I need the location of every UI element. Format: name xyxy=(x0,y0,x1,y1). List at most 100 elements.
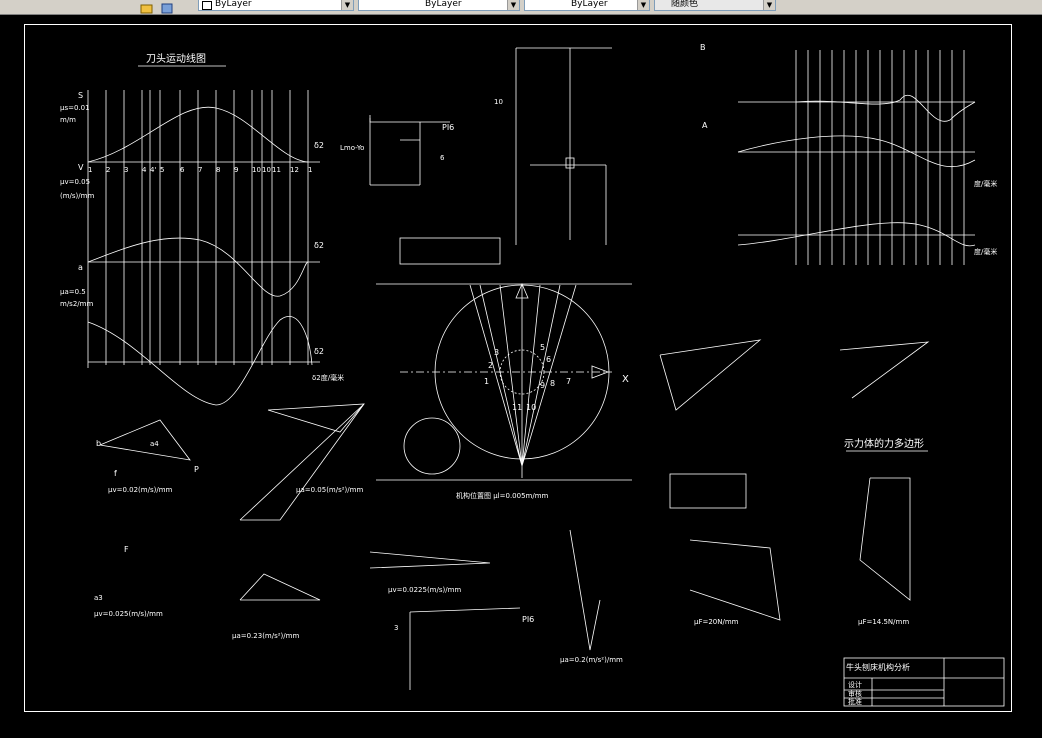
mu-a-unit: m/s2/mm xyxy=(60,300,93,308)
a4-label: a4 xyxy=(150,440,159,448)
velocity-curve xyxy=(87,237,309,297)
circle-5: 5 xyxy=(540,343,545,352)
scale6-v: μv=0.02(m/s)/mm xyxy=(108,486,173,494)
scale10-f: μF=14.5N/mm xyxy=(858,618,909,626)
scale10-v: μv=0.0225(m/s)/mm xyxy=(388,586,461,594)
force-polygon-10 xyxy=(859,477,911,601)
circle-2: 2 xyxy=(488,361,493,370)
p-label: P xyxy=(194,465,199,474)
title-block-frame xyxy=(843,657,1005,707)
scale3-v: μv=0.025(m/s)/mm xyxy=(94,610,163,618)
mu-s-label: μs=0.01 xyxy=(60,104,90,112)
circle-11: 11 xyxy=(512,403,522,412)
lineweight-combo[interactable]: ByLayer ▼ xyxy=(524,0,650,11)
plotstyle-combo[interactable]: 随颜色 ▼ xyxy=(654,0,776,11)
force-line-10 xyxy=(409,607,521,613)
layer-icon[interactable] xyxy=(140,0,154,14)
displacement-curve xyxy=(87,106,309,163)
right-curve-1 xyxy=(795,94,976,122)
svg-text:10: 10 xyxy=(252,166,261,174)
cam-vertical-grid xyxy=(105,90,309,365)
ram-block xyxy=(399,237,501,265)
scale6-a: μa=0.05(m/s²)/mm xyxy=(296,486,363,494)
sheet-border xyxy=(24,24,1012,712)
svg-text:9: 9 xyxy=(234,166,238,174)
svg-text:6: 6 xyxy=(180,166,185,174)
f-label: f xyxy=(114,469,117,478)
layer-stack-icon[interactable] xyxy=(160,0,174,14)
force-poly-6 xyxy=(659,339,762,411)
acceleration-curve xyxy=(87,316,313,406)
arrow-right xyxy=(591,365,610,379)
delta2-label-1: δ2 xyxy=(314,141,324,150)
svg-text:2: 2 xyxy=(106,166,110,174)
chevron-down-icon[interactable]: ▼ xyxy=(507,0,519,10)
title-block-row3: 批准 xyxy=(848,697,862,706)
B-label: B xyxy=(700,43,706,52)
a3-label: a3 xyxy=(94,594,103,602)
svg-text:8: 8 xyxy=(216,166,220,174)
svg-text:4: 4 xyxy=(142,166,147,174)
circle-7: 7 xyxy=(566,377,571,386)
svg-text:7: 7 xyxy=(198,166,202,174)
bottom-circle xyxy=(403,417,461,475)
title-block-row2: 审核 xyxy=(848,689,862,698)
pi6-label: PI6 xyxy=(442,123,454,132)
b-label: b xyxy=(96,439,101,448)
right-curve-3 xyxy=(737,222,976,247)
chevron-down-icon[interactable]: ▼ xyxy=(763,0,775,10)
link-positions xyxy=(469,284,577,467)
properties-toolbar: ByLayer ▼ ByLayer ▼ ByLayer ▼ 随颜色 ▼ xyxy=(0,0,1042,15)
poly-vel-6 xyxy=(99,419,191,461)
scale10-a: μa=0.2(m/s²)/mm xyxy=(560,656,623,664)
cam-title: 刀头运动线图 xyxy=(146,52,206,65)
circle-6: 6 xyxy=(546,355,551,364)
svg-text:10': 10' xyxy=(262,166,273,174)
circle-10: 10 xyxy=(526,403,536,412)
delta2-label-2: δ2 xyxy=(314,241,324,250)
poly-acc-6b xyxy=(239,403,365,521)
mu-a-label: μa=0.5 xyxy=(60,288,86,296)
linetype-combo[interactable]: ByLayer ▼ xyxy=(358,0,520,11)
F-label: F xyxy=(124,545,129,554)
x-mark: X xyxy=(622,374,629,385)
chevron-down-icon[interactable]: ▼ xyxy=(341,0,353,10)
A-label: A xyxy=(702,121,708,130)
right-curve-2 xyxy=(737,135,976,168)
force-poly-10 xyxy=(839,341,930,399)
a-axis-label: a xyxy=(78,263,83,272)
num6-label: 6 xyxy=(440,154,445,162)
svg-text:1: 1 xyxy=(88,166,92,174)
v-axis-label: V xyxy=(78,163,84,172)
svg-text:3: 3 xyxy=(124,166,128,174)
svg-text:12: 12 xyxy=(290,166,299,174)
lmo-label: Lmo-Yo xyxy=(340,144,364,152)
force-polygon-title: 示力体的力多边形 xyxy=(844,437,924,450)
color-combo-value: ByLayer xyxy=(215,0,252,9)
poly-acc-3 xyxy=(239,573,321,601)
mu-s-unit: m/m xyxy=(60,116,76,124)
scale6-f: μF=20N/mm xyxy=(694,618,739,626)
color-combo[interactable]: ByLayer ▼ xyxy=(198,0,354,11)
force-rect xyxy=(669,473,747,509)
plotstyle-combo-value: 随颜色 xyxy=(671,0,699,9)
mu-v-unit: (m/s)/mm xyxy=(60,192,94,200)
poly-acc-6 xyxy=(267,403,365,433)
svg-text:1: 1 xyxy=(308,166,312,174)
delta-deg-2: 度/毫米 xyxy=(974,247,997,256)
cam-tick-labels: 1 2 3 4 4' 5 6 7 8 9 10 10' 11 12 1 xyxy=(88,166,312,174)
slider-block xyxy=(565,157,575,169)
delta2-deg-label: δ2度/毫米 xyxy=(312,373,344,382)
linetype-combo-value: ByLayer xyxy=(425,0,462,9)
pi6b-label: PI6 xyxy=(522,615,534,624)
poly-acc-10 xyxy=(569,529,601,651)
svg-text:11: 11 xyxy=(272,166,281,174)
force-polygon-6 xyxy=(689,539,781,621)
delta2-label-3: δ2 xyxy=(314,347,324,356)
poly-vel-10 xyxy=(369,551,491,569)
svg-text:5: 5 xyxy=(160,166,164,174)
chevron-down-icon[interactable]: ▼ xyxy=(637,0,649,10)
arrow-up xyxy=(515,282,529,299)
color-swatch-icon xyxy=(202,1,212,10)
